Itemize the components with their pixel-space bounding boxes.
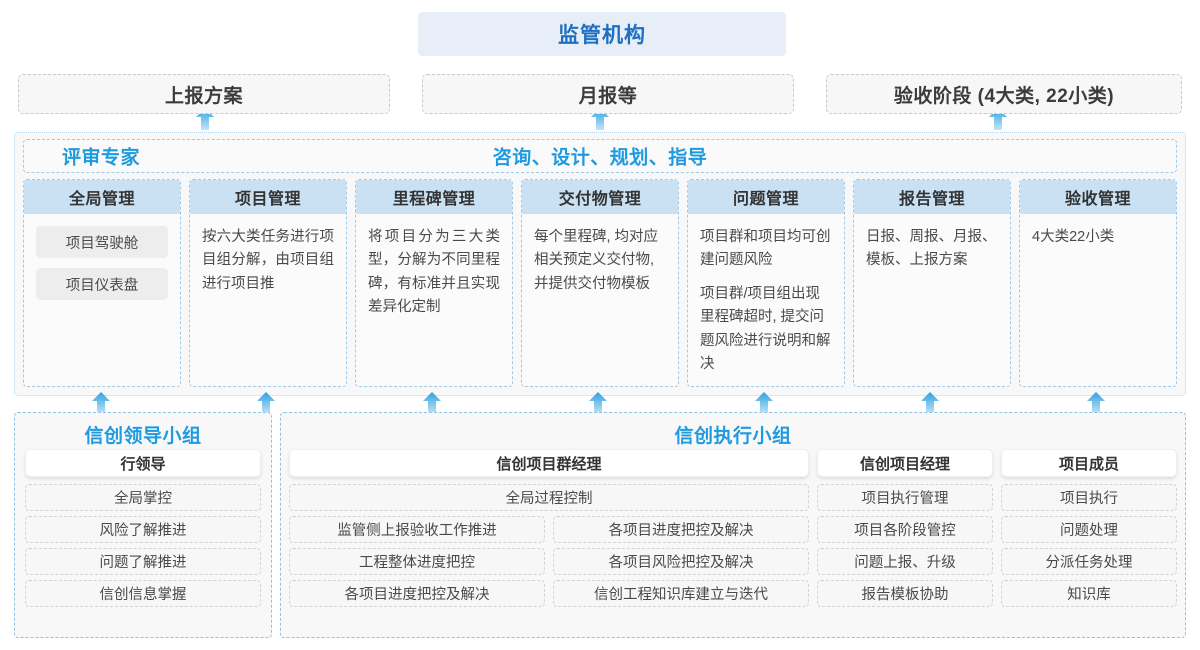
- module-paragraph: 项目群/项目组出现里程碑超时, 提交问题风险进行说明和解决: [700, 285, 831, 373]
- module-column-acceptance-management[interactable]: 验收管理 4大类22小类: [1019, 179, 1177, 387]
- report-box-label: 上报方案: [164, 85, 243, 107]
- task-item[interactable]: 问题上报、升级: [817, 548, 993, 575]
- program-manager-task-split: 监管侧上报验收工作推进 工程整体进度把控 各项目进度把控及解决 各项目进度把控及…: [289, 516, 809, 607]
- module-column-body: 4大类22小类: [1020, 214, 1176, 386]
- consulting-label: 咨询、设计、规划、指导: [492, 147, 708, 169]
- program-manager-tasks-right: 各项目进度把控及解决 各项目风险把控及解决 信创工程知识库建立与迭代: [553, 516, 809, 607]
- task-item[interactable]: 监管侧上报验收工作推进: [289, 516, 545, 543]
- task-item[interactable]: 各项目进度把控及解决: [289, 580, 545, 607]
- report-box-label: 验收阶段 (4大类, 22小类): [893, 85, 1115, 107]
- group-execution-title: 信创执行小组: [674, 425, 792, 447]
- role-project-manager[interactable]: 信创项目经理: [817, 449, 993, 477]
- regulator-banner-label: 监管机构: [558, 24, 646, 47]
- task-item[interactable]: 全局过程控制: [289, 484, 809, 511]
- module-column-body: 将项目分为三大类型，分解为不同里程碑，有标准并且实现差异化定制: [356, 214, 512, 386]
- task-item[interactable]: 项目执行: [1001, 484, 1177, 511]
- task-item[interactable]: 报告模板协助: [817, 580, 993, 607]
- arrow-up-to-column-6: [1086, 392, 1106, 414]
- report-box-monthly[interactable]: 月报等: [422, 74, 794, 114]
- role-program-manager[interactable]: 信创项目群经理: [289, 449, 809, 477]
- role-block-program-manager: 信创项目群经理 全局过程控制 监管侧上报验收工作推进 工程整体进度把控 各项目进…: [289, 449, 809, 607]
- arrow-up-to-column-5: [920, 392, 940, 414]
- module-pill[interactable]: 项目仪表盘: [36, 268, 168, 300]
- task-item[interactable]: 知识库: [1001, 580, 1177, 607]
- module-column-body: 按六大类任务进行项目组分解，由项目组进行项目推: [190, 214, 346, 386]
- module-column-body: 项目群和项目均可创建问题风险 项目群/项目组出现里程碑超时, 提交问题风险进行说…: [688, 214, 844, 386]
- module-column-title: 全局管理: [24, 180, 180, 214]
- module-column-body: 日报、周报、月报、模板、上报方案: [854, 214, 1010, 386]
- group-execution-body: 信创项目群经理 全局过程控制 监管侧上报验收工作推进 工程整体进度把控 各项目进…: [289, 449, 1177, 607]
- review-expert-label: 评审专家: [62, 147, 141, 169]
- group-leadership-body: 行领导 全局掌控 风险了解推进 问题了解推进 信创信息掌握: [23, 449, 263, 607]
- module-paragraph: 将项目分为三大类型，分解为不同里程碑，有标准并且实现差异化定制: [368, 229, 500, 316]
- organization-row: 信创领导小组 行领导 全局掌控 风险了解推进 问题了解推进 信创信息掌握 信创执…: [14, 412, 1186, 638]
- arrow-up-to-column-3: [588, 392, 608, 414]
- task-item[interactable]: 问题处理: [1001, 516, 1177, 543]
- module-column-title: 交付物管理: [522, 180, 678, 214]
- module-paragraph: 日报、周报、月报、模板、上报方案: [866, 229, 997, 269]
- module-column-body: 项目驾驶舱 项目仪表盘: [24, 214, 180, 386]
- task-item[interactable]: 各项目进度把控及解决: [553, 516, 809, 543]
- module-column-project-management[interactable]: 项目管理 按六大类任务进行项目组分解，由项目组进行项目推: [189, 179, 347, 387]
- task-item[interactable]: 问题了解推进: [25, 548, 261, 575]
- program-manager-tasks-left: 监管侧上报验收工作推进 工程整体进度把控 各项目进度把控及解决: [289, 516, 545, 607]
- regulator-banner: 监管机构: [418, 12, 786, 56]
- module-column-title: 里程碑管理: [356, 180, 512, 214]
- module-pill[interactable]: 项目驾驶舱: [36, 226, 168, 258]
- group-leadership-title: 信创领导小组: [84, 425, 202, 447]
- task-item[interactable]: 信创信息掌握: [25, 580, 261, 607]
- task-item[interactable]: 风险了解推进: [25, 516, 261, 543]
- role-block-project-manager: 信创项目经理 项目执行管理 项目各阶段管控 问题上报、升级 报告模板协助: [817, 449, 993, 607]
- role-bank-leader[interactable]: 行领导: [25, 449, 261, 477]
- module-column-issue-management[interactable]: 问题管理 项目群和项目均可创建问题风险 项目群/项目组出现里程碑超时, 提交问题…: [687, 179, 845, 387]
- module-column-title: 项目管理: [190, 180, 346, 214]
- report-row: 上报方案 月报等 验收阶段 (4大类, 22小类): [18, 74, 1182, 114]
- task-item[interactable]: 信创工程知识库建立与迭代: [553, 580, 809, 607]
- module-paragraph: 项目群和项目均可创建问题风险: [700, 229, 831, 269]
- task-item[interactable]: 分派任务处理: [1001, 548, 1177, 575]
- module-column-report-management[interactable]: 报告管理 日报、周报、月报、模板、上报方案: [853, 179, 1011, 387]
- role-project-member[interactable]: 项目成员: [1001, 449, 1177, 477]
- module-column-deliverable-management[interactable]: 交付物管理 每个里程碑, 均对应相关预定义交付物, 并提供交付物模板: [521, 179, 679, 387]
- module-column-global-management[interactable]: 全局管理 项目驾驶舱 项目仪表盘: [23, 179, 181, 387]
- platform-panel: 评审专家 咨询、设计、规划、指导 全局管理 项目驾驶舱 项目仪表盘 项目管理 按…: [14, 132, 1186, 396]
- task-item[interactable]: 工程整体进度把控: [289, 548, 545, 575]
- arrow-up-to-column-0: [91, 392, 111, 414]
- module-paragraph: 按六大类任务进行项目组分解，由项目组进行项目推: [202, 229, 334, 292]
- platform-panel-header: 评审专家 咨询、设计、规划、指导: [23, 139, 1177, 173]
- module-paragraph: 4大类22小类: [1032, 229, 1115, 245]
- role-block-project-member: 项目成员 项目执行 问题处理 分派任务处理 知识库: [1001, 449, 1177, 607]
- task-item[interactable]: 项目执行管理: [817, 484, 993, 511]
- module-column-title: 报告管理: [854, 180, 1010, 214]
- module-column-body: 每个里程碑, 均对应相关预定义交付物, 并提供交付物模板: [522, 214, 678, 386]
- arrow-up-to-column-4: [754, 392, 774, 414]
- report-box-acceptance-stage[interactable]: 验收阶段 (4大类, 22小类): [826, 74, 1182, 114]
- group-leadership: 信创领导小组 行领导 全局掌控 风险了解推进 问题了解推进 信创信息掌握: [14, 412, 272, 638]
- module-paragraph: 每个里程碑, 均对应相关预定义交付物, 并提供交付物模板: [534, 229, 659, 292]
- arrow-up-to-column-2: [422, 392, 442, 414]
- arrow-up-to-column-1: [256, 392, 276, 414]
- module-column-row: 全局管理 项目驾驶舱 项目仪表盘 项目管理 按六大类任务进行项目组分解，由项目组…: [23, 179, 1177, 387]
- group-execution: 信创执行小组 信创项目群经理 全局过程控制 监管侧上报验收工作推进 工程整体进度…: [280, 412, 1186, 638]
- task-item[interactable]: 项目各阶段管控: [817, 516, 993, 543]
- module-column-title: 验收管理: [1020, 180, 1176, 214]
- report-box-submit-plan[interactable]: 上报方案: [18, 74, 390, 114]
- task-item[interactable]: 各项目风险把控及解决: [553, 548, 809, 575]
- report-box-label: 月报等: [578, 85, 638, 107]
- task-item[interactable]: 全局掌控: [25, 484, 261, 511]
- module-column-title: 问题管理: [688, 180, 844, 214]
- module-column-milestone-management[interactable]: 里程碑管理 将项目分为三大类型，分解为不同里程碑，有标准并且实现差异化定制: [355, 179, 513, 387]
